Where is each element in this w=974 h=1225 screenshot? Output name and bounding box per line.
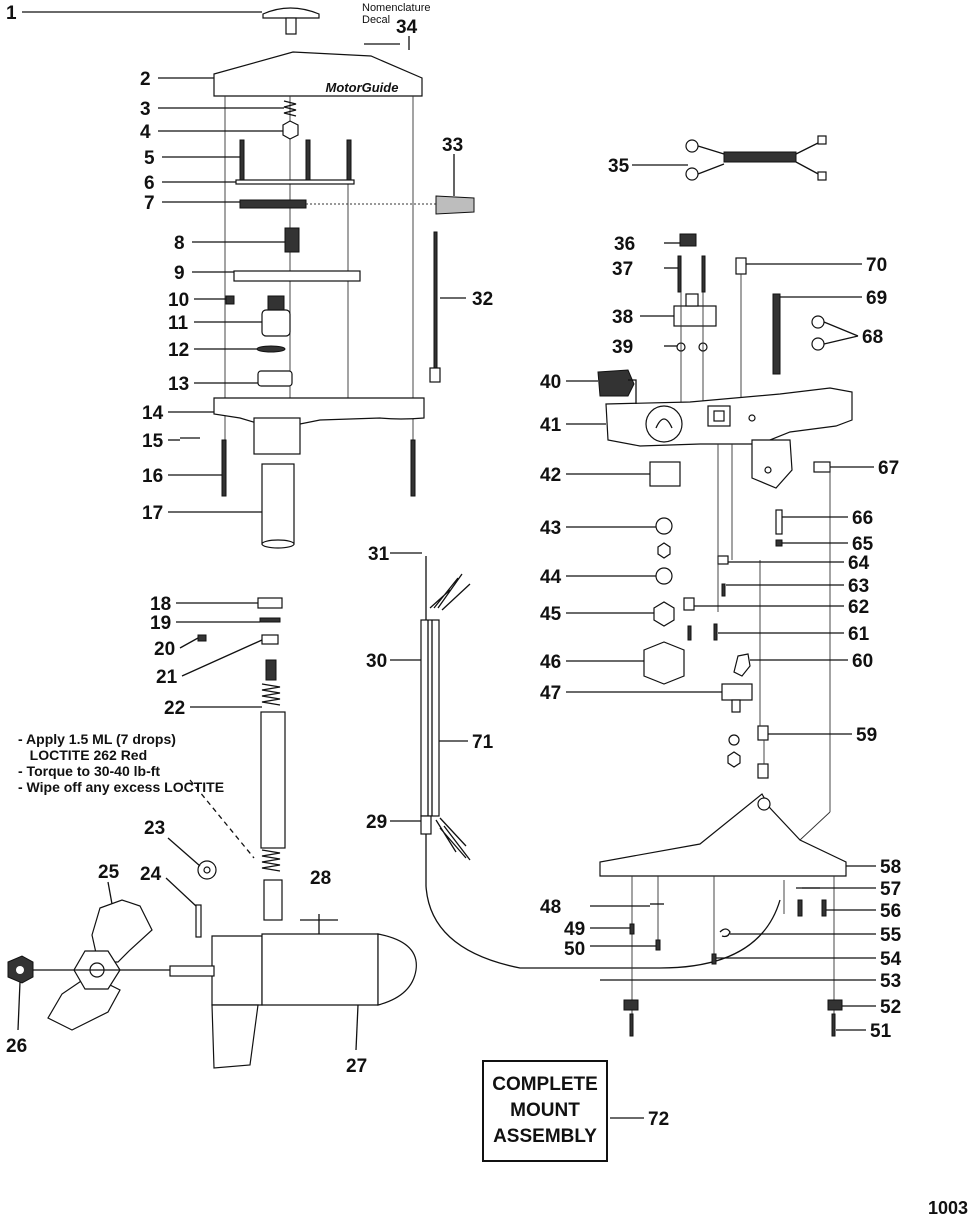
motorguide-logo: MotorGuide: [326, 80, 399, 95]
callout-6: 6: [144, 173, 155, 194]
callout-5: 5: [144, 148, 155, 169]
callout-44: 44: [540, 567, 562, 588]
callout-47: 47: [540, 683, 561, 704]
callout-40: 40: [540, 372, 561, 393]
callout-31: 31: [368, 544, 390, 565]
callout-23: 23: [144, 818, 165, 839]
callout-72: 72: [648, 1109, 669, 1130]
callout-34: 34: [396, 17, 418, 38]
callout-61: 61: [848, 624, 870, 645]
callout-66: 66: [852, 508, 873, 529]
callout-8: 8: [174, 233, 185, 254]
callout-33: 33: [442, 135, 463, 156]
callout-48: 48: [540, 897, 561, 918]
callout-17: 17: [142, 503, 163, 524]
lower-unit-assembly: [7, 597, 417, 1069]
callout-46: 46: [540, 652, 561, 673]
callout-15: 15: [142, 431, 164, 452]
callout-4: 4: [140, 122, 151, 143]
callout-16: 16: [142, 466, 163, 487]
callout-30: 30: [366, 651, 387, 672]
callout-7: 7: [144, 193, 155, 214]
callout-2: 2: [140, 69, 151, 90]
callout-68: 68: [862, 327, 883, 348]
callout-1: 1: [6, 3, 17, 24]
callout-60: 60: [852, 651, 873, 672]
callout-51: 51: [870, 1021, 892, 1042]
callout-43: 43: [540, 518, 561, 539]
nomenclature-label-line2: Decal: [362, 14, 390, 26]
nomenclature-decal: Nomenclature Decal: [362, 2, 430, 50]
callout-70: 70: [866, 255, 887, 276]
callout-62: 62: [848, 597, 869, 618]
callout-numbers: 1 2 3 4 5 6 7 8 9 10 11 12 13 14 15 16 1…: [6, 3, 902, 1130]
callout-3: 3: [140, 99, 151, 120]
callout-35: 35: [608, 156, 630, 177]
callout-53: 53: [880, 971, 901, 992]
callout-64: 64: [848, 553, 870, 574]
callout-13: 13: [168, 374, 189, 395]
callout-28: 28: [310, 868, 331, 889]
callout-12: 12: [168, 340, 189, 361]
callout-24: 24: [140, 864, 162, 885]
callout-39: 39: [612, 337, 633, 358]
callout-42: 42: [540, 465, 561, 486]
callout-20: 20: [154, 639, 175, 660]
callout-11: 11: [168, 313, 189, 334]
cable-tie: [429, 231, 441, 383]
callout-38: 38: [612, 307, 633, 328]
callout-14: 14: [142, 403, 164, 424]
callout-10: 10: [168, 290, 189, 311]
callout-29: 29: [366, 812, 387, 833]
complete-mount-assembly-box: COMPLETE MOUNT ASSEMBLY: [482, 1060, 608, 1162]
callout-50: 50: [564, 939, 585, 960]
callout-41: 41: [540, 415, 562, 436]
leader-lines: [17, 11, 876, 1119]
callout-58: 58: [880, 857, 901, 878]
assembly-instructions-note: - Apply 1.5 ML (7 drops) LOCTITE 262 Red…: [18, 731, 225, 795]
callout-26: 26: [6, 1036, 27, 1057]
callout-71: 71: [472, 732, 494, 753]
callout-49: 49: [564, 919, 585, 940]
callout-9: 9: [174, 263, 185, 284]
callout-55: 55: [880, 925, 902, 946]
callout-37: 37: [612, 259, 633, 280]
callout-65: 65: [852, 534, 874, 555]
callout-59: 59: [856, 725, 877, 746]
callout-22: 22: [164, 698, 185, 719]
callout-32: 32: [472, 289, 493, 310]
callout-69: 69: [866, 288, 887, 309]
callout-27: 27: [346, 1056, 367, 1077]
page-number: 1003: [928, 1198, 969, 1218]
callout-18: 18: [150, 594, 171, 615]
control-head-assembly: MotorGuide: [180, 7, 475, 549]
callout-52: 52: [880, 997, 901, 1018]
mount-assembly: [597, 135, 853, 1037]
callout-19: 19: [150, 613, 171, 634]
callout-63: 63: [848, 576, 869, 597]
coil-cable-assembly: [420, 556, 781, 969]
callout-57: 57: [880, 879, 901, 900]
callout-21: 21: [156, 667, 178, 688]
callout-25: 25: [98, 862, 120, 883]
callout-56: 56: [880, 901, 901, 922]
callout-54: 54: [880, 949, 902, 970]
callout-36: 36: [614, 234, 635, 255]
callout-45: 45: [540, 604, 562, 625]
callout-67: 67: [878, 458, 899, 479]
nomenclature-label-line1: Nomenclature: [362, 2, 430, 14]
